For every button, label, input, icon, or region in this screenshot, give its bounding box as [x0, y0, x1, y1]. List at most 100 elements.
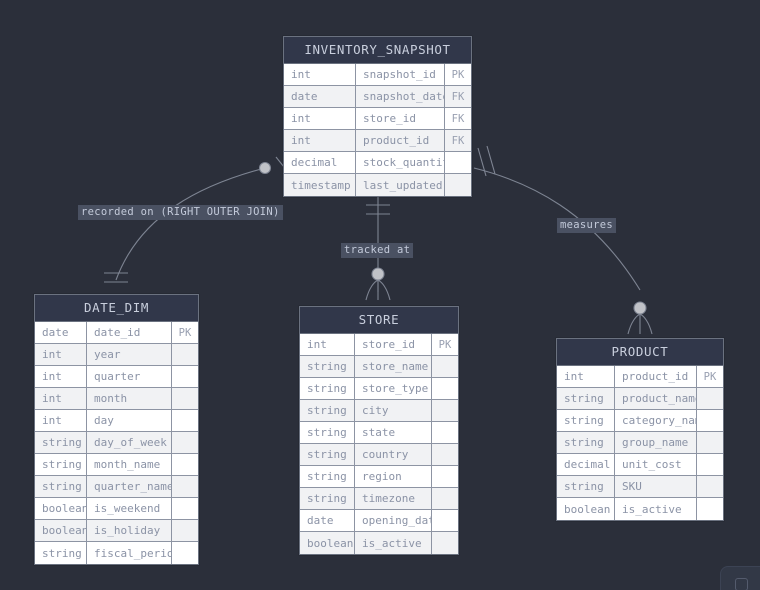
- attribute-type: string: [300, 422, 355, 443]
- attribute-type: string: [557, 410, 615, 431]
- attribute-key: PK: [703, 370, 717, 383]
- attribute-type: boolean: [35, 520, 87, 541]
- attribute-key: PK: [178, 326, 192, 339]
- attribute-name: product_id: [356, 130, 445, 151]
- attribute-key: [172, 388, 198, 409]
- attribute-name: store_id: [355, 334, 432, 355]
- attribute-key: [172, 498, 198, 519]
- attribute-key: [697, 432, 723, 453]
- attribute-name: store_type: [355, 378, 432, 399]
- attribute-name: quarter: [87, 366, 172, 387]
- marker-prod-tick-2: [486, 145, 496, 175]
- attribute-name: month: [87, 388, 172, 409]
- entity-title-inventory_snapshot: INVENTORY_SNAPSHOT: [284, 37, 471, 64]
- attribute-key: FK: [451, 90, 465, 103]
- attribute-type: boolean: [35, 498, 87, 519]
- attribute-key: [697, 454, 723, 475]
- attribute-key: [432, 532, 458, 554]
- entity-title-date_dim: DATE_DIM: [35, 295, 198, 322]
- attribute-type: string: [557, 388, 615, 409]
- attribute-name: is_weekend: [87, 498, 172, 519]
- attribute-key: [432, 466, 458, 487]
- attribute-type: decimal: [557, 454, 615, 475]
- attribute-name: unit_cost: [615, 454, 697, 475]
- attribute-key: PK: [438, 338, 452, 351]
- attribute-name: snapshot_date: [356, 86, 445, 107]
- attribute-name: snapshot_id: [356, 64, 445, 85]
- attribute-key: [432, 400, 458, 421]
- attribute-name: fiscal_period: [87, 542, 172, 564]
- marker-store-crowsfoot: [365, 279, 391, 301]
- attribute-key: [172, 542, 198, 564]
- attribute-key: [445, 174, 471, 196]
- attribute-name: stock_quantity: [356, 152, 445, 173]
- attribute-type: int: [35, 366, 87, 387]
- relationship-label-rel-store: tracked at: [341, 243, 414, 258]
- attribute-key: [697, 498, 723, 520]
- attribute-type: string: [300, 444, 355, 465]
- relationship-label-rel-product: measures: [557, 218, 616, 233]
- attribute-name: store_id: [356, 108, 445, 129]
- attribute-key: [432, 356, 458, 377]
- attribute-type: decimal: [284, 152, 356, 173]
- attribute-key: [172, 454, 198, 475]
- edge-recorded-on: [115, 167, 266, 281]
- zoom-controls[interactable]: [720, 566, 760, 590]
- attribute-name: date_id: [87, 322, 172, 343]
- marker-store-circle: [371, 267, 385, 281]
- attribute-type: date: [284, 86, 356, 107]
- attribute-key: [172, 366, 198, 387]
- attribute-type: string: [35, 432, 87, 453]
- entity-title-product: PRODUCT: [557, 339, 723, 366]
- zoom-in-button[interactable]: [735, 578, 748, 590]
- attribute-key: [172, 520, 198, 541]
- attribute-name: state: [355, 422, 432, 443]
- attribute-type: string: [300, 466, 355, 487]
- attribute-name: SKU: [615, 476, 697, 497]
- attribute-name: quarter_name: [87, 476, 172, 497]
- attribute-type: boolean: [300, 532, 355, 554]
- attribute-key: [697, 476, 723, 497]
- attribute-name: country: [355, 444, 432, 465]
- attribute-key: [432, 444, 458, 465]
